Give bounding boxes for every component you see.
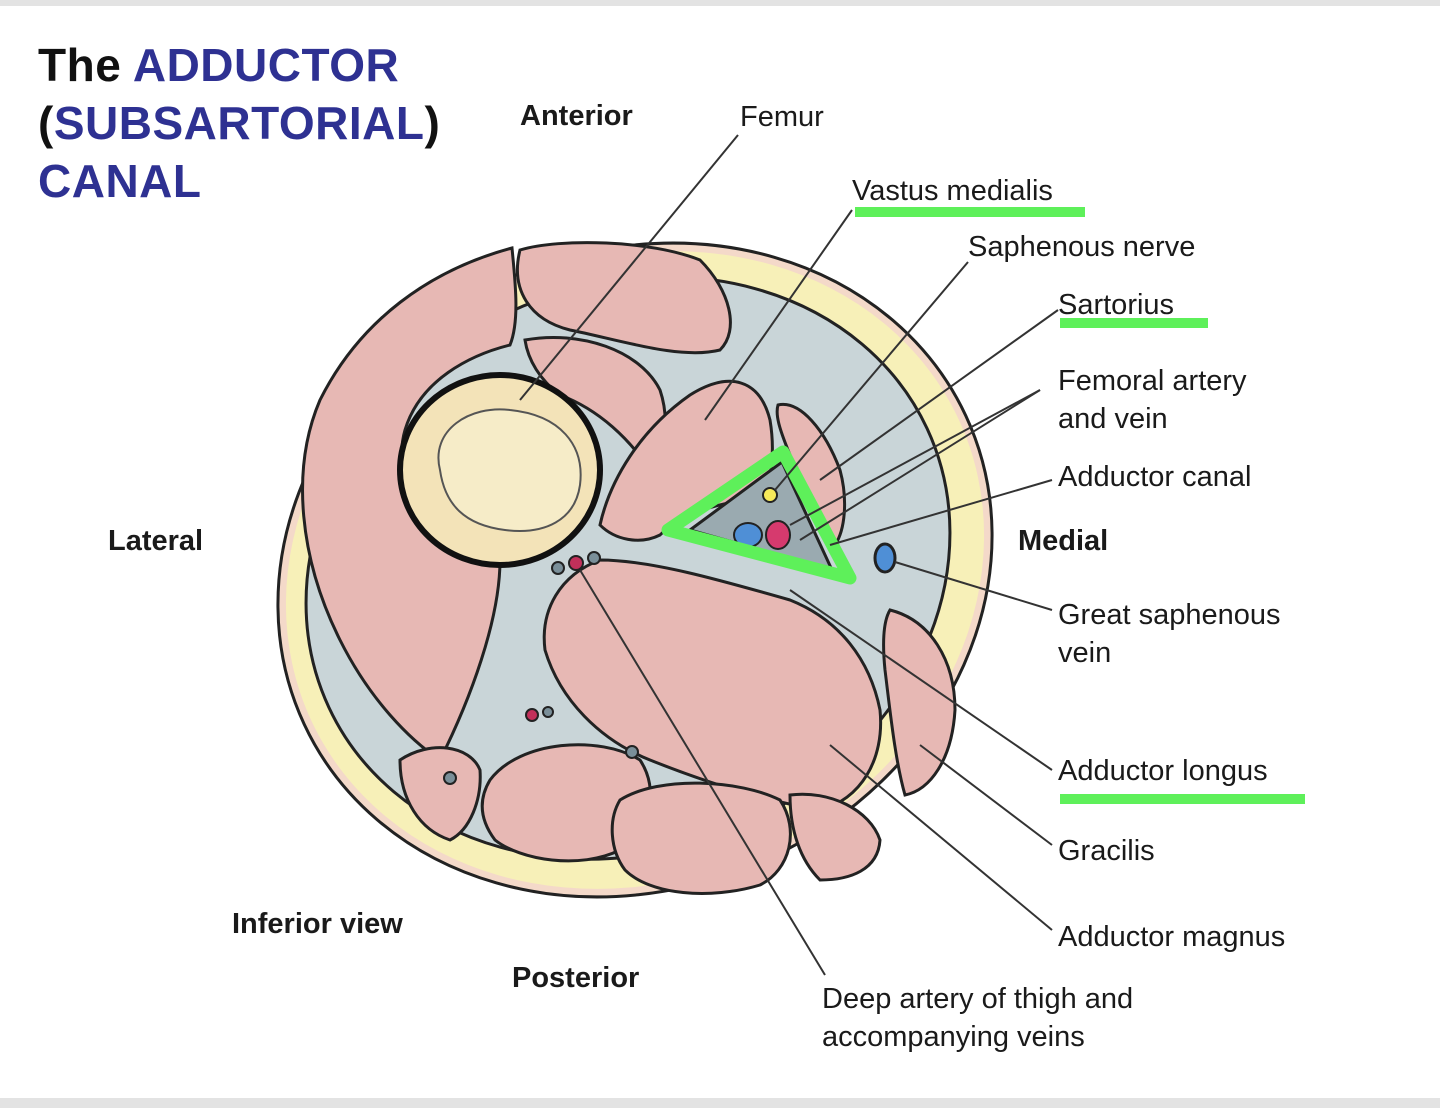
deep-artery-dot: [568, 555, 584, 571]
great-saphenous-vein-shape: [873, 542, 897, 574]
orientation-view: Inferior view: [232, 908, 403, 940]
label-deep-artery-line2: accompanying veins: [822, 1021, 1085, 1053]
posterior-vessel-dot: [525, 708, 539, 722]
semimembranosus-muscle: [610, 781, 792, 895]
deep-vein-dot: [551, 561, 565, 575]
bottom-border: [0, 1098, 1440, 1108]
label-femoral-artery-line1: Femoral artery: [1058, 365, 1247, 397]
orientation-anterior: Anterior: [520, 100, 633, 132]
title-line-3: CANAL: [38, 152, 440, 210]
gracilis-muscle: [882, 608, 957, 797]
semitendinosus-muscle: [788, 792, 882, 882]
label-gracilis: Gracilis: [1058, 835, 1155, 867]
label-great-saphenous-line2: vein: [1058, 637, 1112, 669]
title-close-paren: ): [424, 97, 441, 149]
orientation-posterior: Posterior: [512, 962, 640, 994]
label-great-saphenous-vein: Great saphenous vein: [1058, 596, 1280, 672]
label-adductor-magnus: Adductor magnus: [1058, 921, 1286, 953]
saphenous-nerve-dot: [762, 487, 778, 503]
title-open-paren: (: [38, 97, 54, 149]
label-femoral-artery-vein: Femoral artery and vein: [1058, 362, 1247, 438]
label-great-saphenous-line1: Great saphenous: [1058, 599, 1281, 631]
title-word-subsartorial: SUBSARTORIAL: [53, 97, 425, 149]
vastus-medialis-highlight: [855, 207, 1085, 217]
rectus-femoris-muscle: [515, 241, 732, 355]
label-saphenous-nerve: Saphenous nerve: [968, 231, 1196, 263]
label-sartorius: Sartorius: [1058, 289, 1175, 321]
label-deep-artery: Deep artery of thigh and accompanying ve…: [822, 980, 1133, 1056]
adductor-canal-highlight: [661, 445, 857, 585]
title-line-2: (SUBSARTORIAL): [38, 94, 440, 152]
posterior-vessel-dot-3: [625, 745, 639, 759]
biceps-femoris-muscle: [398, 746, 482, 842]
label-femoral-artery-line2: and vein: [1058, 403, 1168, 435]
leader-lines: [519, 134, 1059, 976]
title-word-the: The: [38, 39, 122, 91]
diagram-title: The ADDUCTOR (SUBSARTORIAL) CANAL: [38, 36, 440, 210]
title-word-adductor: ADDUCTOR: [132, 39, 400, 91]
orientation-lateral: Lateral: [108, 525, 204, 557]
title-word-canal: CANAL: [38, 155, 202, 207]
label-deep-artery-line1: Deep artery of thigh and: [822, 983, 1134, 1015]
label-adductor-canal: Adductor canal: [1058, 461, 1252, 493]
orientation-medial: Medial: [1018, 525, 1109, 557]
label-vastus-medialis: Vastus medialis: [852, 175, 1053, 207]
label-adductor-longus: Adductor longus: [1058, 755, 1268, 787]
deep-vein-dot-2: [587, 551, 601, 565]
label-femur: Femur: [740, 101, 824, 133]
femur-marrow: [437, 408, 582, 532]
top-border: [0, 0, 1440, 6]
posterior-vessel-dot-2: [542, 706, 554, 718]
adductor-longus-highlight: [1060, 794, 1305, 804]
posterior-vessel-dot-4: [443, 771, 457, 785]
femoral-artery-shape: [765, 520, 791, 550]
title-line-1: The ADDUCTOR: [38, 36, 440, 94]
sartorius-highlight: [1060, 318, 1208, 328]
